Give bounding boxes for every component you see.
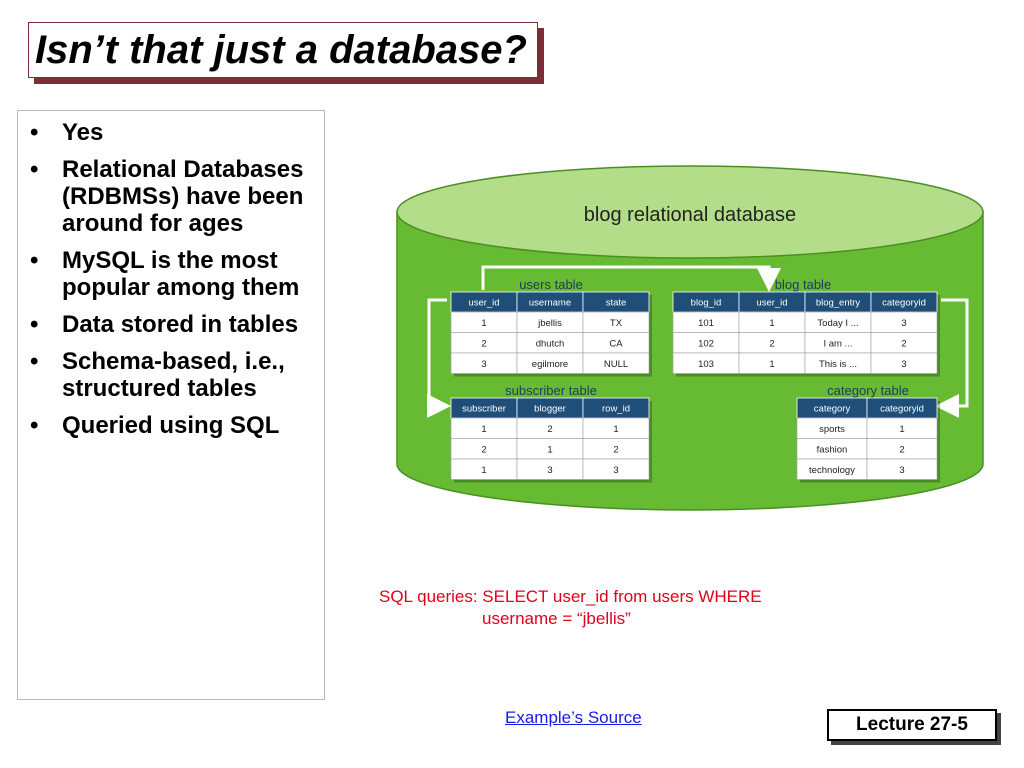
table-cell-text: egilmore: [532, 359, 568, 370]
table-header-text: user_id: [468, 298, 499, 309]
bullet-text: Schema-based, i.e., structured tables: [62, 348, 285, 402]
bullet-text: Relational Databases (RDBMSs) have been …: [62, 156, 304, 237]
table-cell-text: 3: [481, 359, 486, 370]
table-header-text: blog_id: [691, 298, 722, 309]
bullet-list: •Yes •Relational Databases (RDBMSs) have…: [28, 119, 312, 439]
table-cell-text: 2: [547, 424, 552, 435]
lecture-label: Lecture 27-5: [856, 714, 968, 735]
table-cell-text: 1: [481, 318, 486, 329]
table-cell-text: 2: [901, 338, 906, 349]
table-cell-text: 1: [613, 424, 618, 435]
bullet-text: Yes: [62, 119, 104, 146]
bullet-item: •Queried using SQL: [30, 412, 280, 439]
table-cell: [582, 352, 650, 374]
bullet-text: MySQL is the most popular among them: [62, 247, 300, 301]
arrow-blog-to-category: [935, 298, 969, 418]
table-cell-text: 2: [481, 444, 486, 455]
slide-title-box: Isn’t that just a database?: [28, 22, 538, 78]
table-header-text: blogger: [534, 404, 566, 415]
bullet-item: •Relational Databases (RDBMSs) have been…: [30, 156, 304, 237]
table-header-text: subscriber: [462, 404, 506, 415]
table-cell-text: 2: [899, 444, 904, 455]
sql-query-text: SQL queries: SELECT user_id from users W…: [379, 586, 839, 630]
bullet-item: •Schema-based, i.e., structured tables: [30, 348, 285, 402]
table-cell-text: NULL: [604, 359, 628, 370]
arrow-users-to-subscriber: [427, 298, 451, 418]
table-cell-text: 1: [769, 359, 774, 370]
table-cell-text: 3: [901, 359, 906, 370]
arrow-users-to-blog: [481, 265, 781, 292]
table-header-text: user_id: [756, 298, 787, 309]
table-header-text: category: [814, 404, 851, 415]
bullet-panel: •Yes •Relational Databases (RDBMSs) have…: [17, 110, 325, 700]
db-label: blog relational database: [584, 204, 796, 226]
table-cell-text: sports: [819, 424, 845, 435]
table-cell: [582, 458, 650, 480]
cylinder-top: [396, 165, 984, 259]
table-cell-text: jbellis: [537, 318, 562, 329]
bullet-item: •MySQL is the most popular among them: [30, 247, 300, 301]
table-cell-text: 2: [769, 338, 774, 349]
table-cell-text: 102: [698, 338, 714, 349]
table-cell: [870, 352, 938, 374]
table-cell-text: 1: [769, 318, 774, 329]
table-cell-text: CA: [609, 338, 623, 349]
table-cell-text: 3: [613, 465, 618, 476]
bullet-text: Queried using SQL: [62, 412, 280, 439]
bullet-text: Data stored in tables: [62, 311, 299, 338]
example-source-link[interactable]: Example’s Source: [505, 708, 642, 727]
table-cell-text: dhutch: [536, 338, 565, 349]
subscriber-table-caption: subscriber table: [505, 383, 597, 398]
slide-title: Isn’t that just a database?: [35, 27, 527, 72]
category-table: category categoryid sports 1 fashion 2 technol…: [796, 397, 940, 483]
bullet-item: •Data stored in tables: [30, 311, 299, 338]
users-table: user_id username state 1 jbellis TX 2 dhutch CA 3…: [450, 291, 652, 377]
category-table-caption: category table: [827, 383, 909, 398]
table-header-text: state: [606, 298, 627, 309]
users-table-caption: users table: [519, 277, 583, 292]
sql-line-2: username = “jbellis”: [482, 609, 631, 628]
table-header-text: blog_entry: [816, 298, 861, 309]
table-header-text: row_id: [602, 404, 630, 415]
database-diagram: blog relational database users table blo…: [396, 165, 984, 511]
table-cell-text: 3: [547, 465, 552, 476]
table-cell-text: 3: [901, 318, 906, 329]
table-header-text: categoryid: [882, 298, 926, 309]
table-header-text: categoryid: [880, 404, 924, 415]
table-cell-text: I am ...: [823, 338, 852, 349]
table-cell-text: 1: [899, 424, 904, 435]
table-cell-text: This is ...: [819, 359, 857, 370]
table-cell-text: technology: [809, 465, 855, 476]
table-cell-text: Today I ...: [817, 318, 858, 329]
table-header-text: username: [529, 298, 571, 309]
subscriber-table: subscriber blogger row_id 1 2 1 2 1 2 1 3 3: [450, 397, 652, 483]
table-cell-text: 1: [481, 465, 486, 476]
lecture-label-box: Lecture 27-5: [827, 709, 997, 741]
table-cell: [866, 458, 938, 480]
table-cell-text: 2: [481, 338, 486, 349]
blog-table: blog_id user_id blog_entry categoryid 101 1 To…: [672, 291, 940, 377]
table-cell-text: 3: [899, 465, 904, 476]
table-cell-text: 2: [613, 444, 618, 455]
table-cell-text: 103: [698, 359, 714, 370]
blog-table-caption: blog table: [775, 277, 831, 292]
table-cell-text: 1: [547, 444, 552, 455]
table-cell-text: 1: [481, 424, 486, 435]
bullet-item: •Yes: [30, 119, 104, 146]
table-cell-text: fashion: [817, 444, 848, 455]
sql-line-1: SQL queries: SELECT user_id from users W…: [379, 587, 762, 606]
table-cell-text: 101: [698, 318, 714, 329]
table-cell-text: TX: [610, 318, 623, 329]
